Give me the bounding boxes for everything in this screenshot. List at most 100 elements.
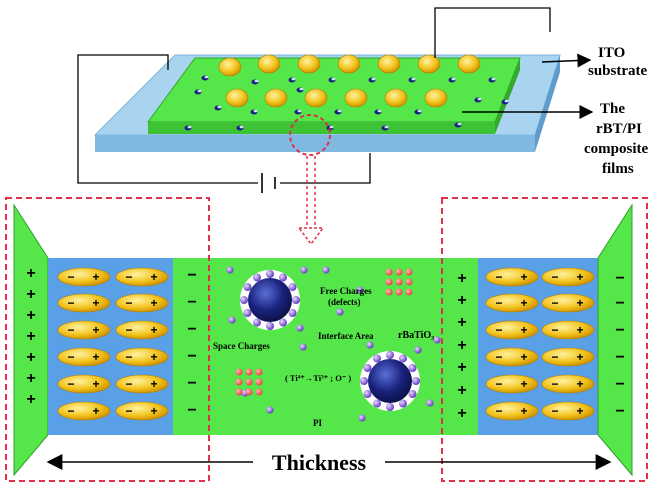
electron — [243, 309, 252, 317]
dipole-plus: + — [520, 404, 527, 418]
dipole-minus: − — [125, 323, 132, 337]
film-dot-highlight — [197, 89, 202, 93]
space-charges-label: Space Charges — [213, 341, 270, 351]
dipole-minus: − — [67, 377, 74, 391]
dipole — [485, 347, 539, 367]
dipole — [485, 293, 539, 313]
space-charge — [245, 388, 253, 396]
space-charge — [235, 368, 243, 376]
dipole-plus: + — [520, 377, 527, 391]
minus-sign: − — [615, 295, 624, 312]
ito-label-line1: ITO — [598, 45, 625, 61]
dipole — [541, 347, 595, 367]
space-charge — [405, 278, 413, 286]
dipole-minus: − — [495, 377, 502, 391]
dipole-minus: − — [551, 404, 558, 418]
film-dot-highlight — [187, 125, 192, 129]
space-charge — [405, 288, 413, 296]
dipole — [541, 267, 595, 287]
wire-right — [434, 7, 551, 58]
electron — [253, 273, 261, 282]
right-dashed-box — [441, 197, 648, 482]
electron — [433, 336, 441, 344]
composite-film-side — [495, 58, 520, 134]
film-dot-highlight — [417, 109, 422, 113]
nanoparticle-1 — [240, 270, 300, 330]
plus-sign: + — [457, 359, 466, 376]
film-label-line1: The — [600, 101, 625, 117]
electron — [292, 296, 300, 304]
electron — [266, 270, 274, 278]
minus-sign: − — [187, 267, 196, 284]
ti-formula-label: ( Ti⁴⁺→Ti³⁺ ; O⁻ ) — [285, 373, 351, 383]
space-charge — [245, 368, 253, 376]
minus-sign: − — [187, 402, 196, 419]
plus-sign: + — [26, 307, 35, 324]
film-dot-highlight — [451, 77, 456, 81]
dipole-plus: + — [150, 377, 157, 391]
electron — [279, 318, 287, 327]
electron — [363, 364, 372, 372]
electron — [300, 266, 308, 274]
film-dot-highlight — [254, 79, 259, 83]
dipole — [485, 267, 539, 287]
dipole-minus: − — [551, 270, 558, 284]
dipole-plus: + — [92, 350, 99, 364]
left-dashed-box — [5, 197, 210, 482]
wire-bottom — [280, 153, 371, 184]
space-charge — [385, 288, 393, 296]
minus-sign: − — [615, 349, 624, 366]
electron — [408, 390, 417, 398]
rbatio3-label: rBaTiO₃ — [398, 330, 434, 341]
film-dot-highlight — [504, 99, 509, 103]
plus-sign: + — [26, 370, 35, 387]
minus-sign: − — [187, 321, 196, 338]
thickness-label: Thickness — [272, 450, 367, 475]
electron — [240, 296, 248, 304]
film-dot-highlight — [329, 125, 334, 129]
electron — [366, 341, 374, 349]
dipole-plus: + — [576, 296, 583, 310]
dipole-minus: − — [551, 296, 558, 310]
right-green-band — [450, 258, 478, 435]
plus-sign: + — [26, 286, 35, 303]
dipole-plus: + — [92, 377, 99, 391]
zoom-arrow — [297, 156, 325, 246]
electron — [373, 354, 381, 363]
dipole-plus: + — [92, 323, 99, 337]
electron — [363, 390, 372, 398]
gold-particle — [457, 54, 481, 74]
free-charges-label-line1: Free Charges — [320, 286, 372, 296]
gold-particle — [384, 88, 408, 108]
dipole-plus: + — [92, 404, 99, 418]
ito-substrate-front — [95, 135, 535, 152]
electron — [228, 316, 236, 324]
plus-sign: + — [26, 391, 35, 408]
dipole-minus: − — [495, 323, 502, 337]
film-particles — [218, 54, 481, 108]
electron — [399, 354, 407, 363]
space-charge — [385, 268, 393, 276]
interface-area-label: Interface Area — [318, 331, 374, 341]
electron — [336, 308, 344, 316]
film-dots — [184, 75, 509, 131]
dipole-plus: + — [576, 350, 583, 364]
wire-left — [77, 54, 258, 184]
dipole — [115, 347, 169, 367]
nanoparticle-2 — [360, 351, 420, 411]
dipole — [57, 320, 111, 340]
space-charge — [395, 288, 403, 296]
dipole-plus: + — [150, 296, 157, 310]
dipole-minus: − — [67, 404, 74, 418]
dipole-minus: − — [125, 296, 132, 310]
film-dot-highlight — [477, 97, 482, 101]
dipole-plus: + — [576, 377, 583, 391]
film-label-line3: composite — [584, 141, 648, 157]
dipole-plus: + — [520, 270, 527, 284]
space-charge — [255, 378, 263, 386]
electron — [266, 406, 274, 414]
dipole-plus: + — [576, 404, 583, 418]
dipole-minus: − — [551, 377, 558, 391]
dipole-minus: − — [125, 377, 132, 391]
dipole-minus: − — [125, 270, 132, 284]
